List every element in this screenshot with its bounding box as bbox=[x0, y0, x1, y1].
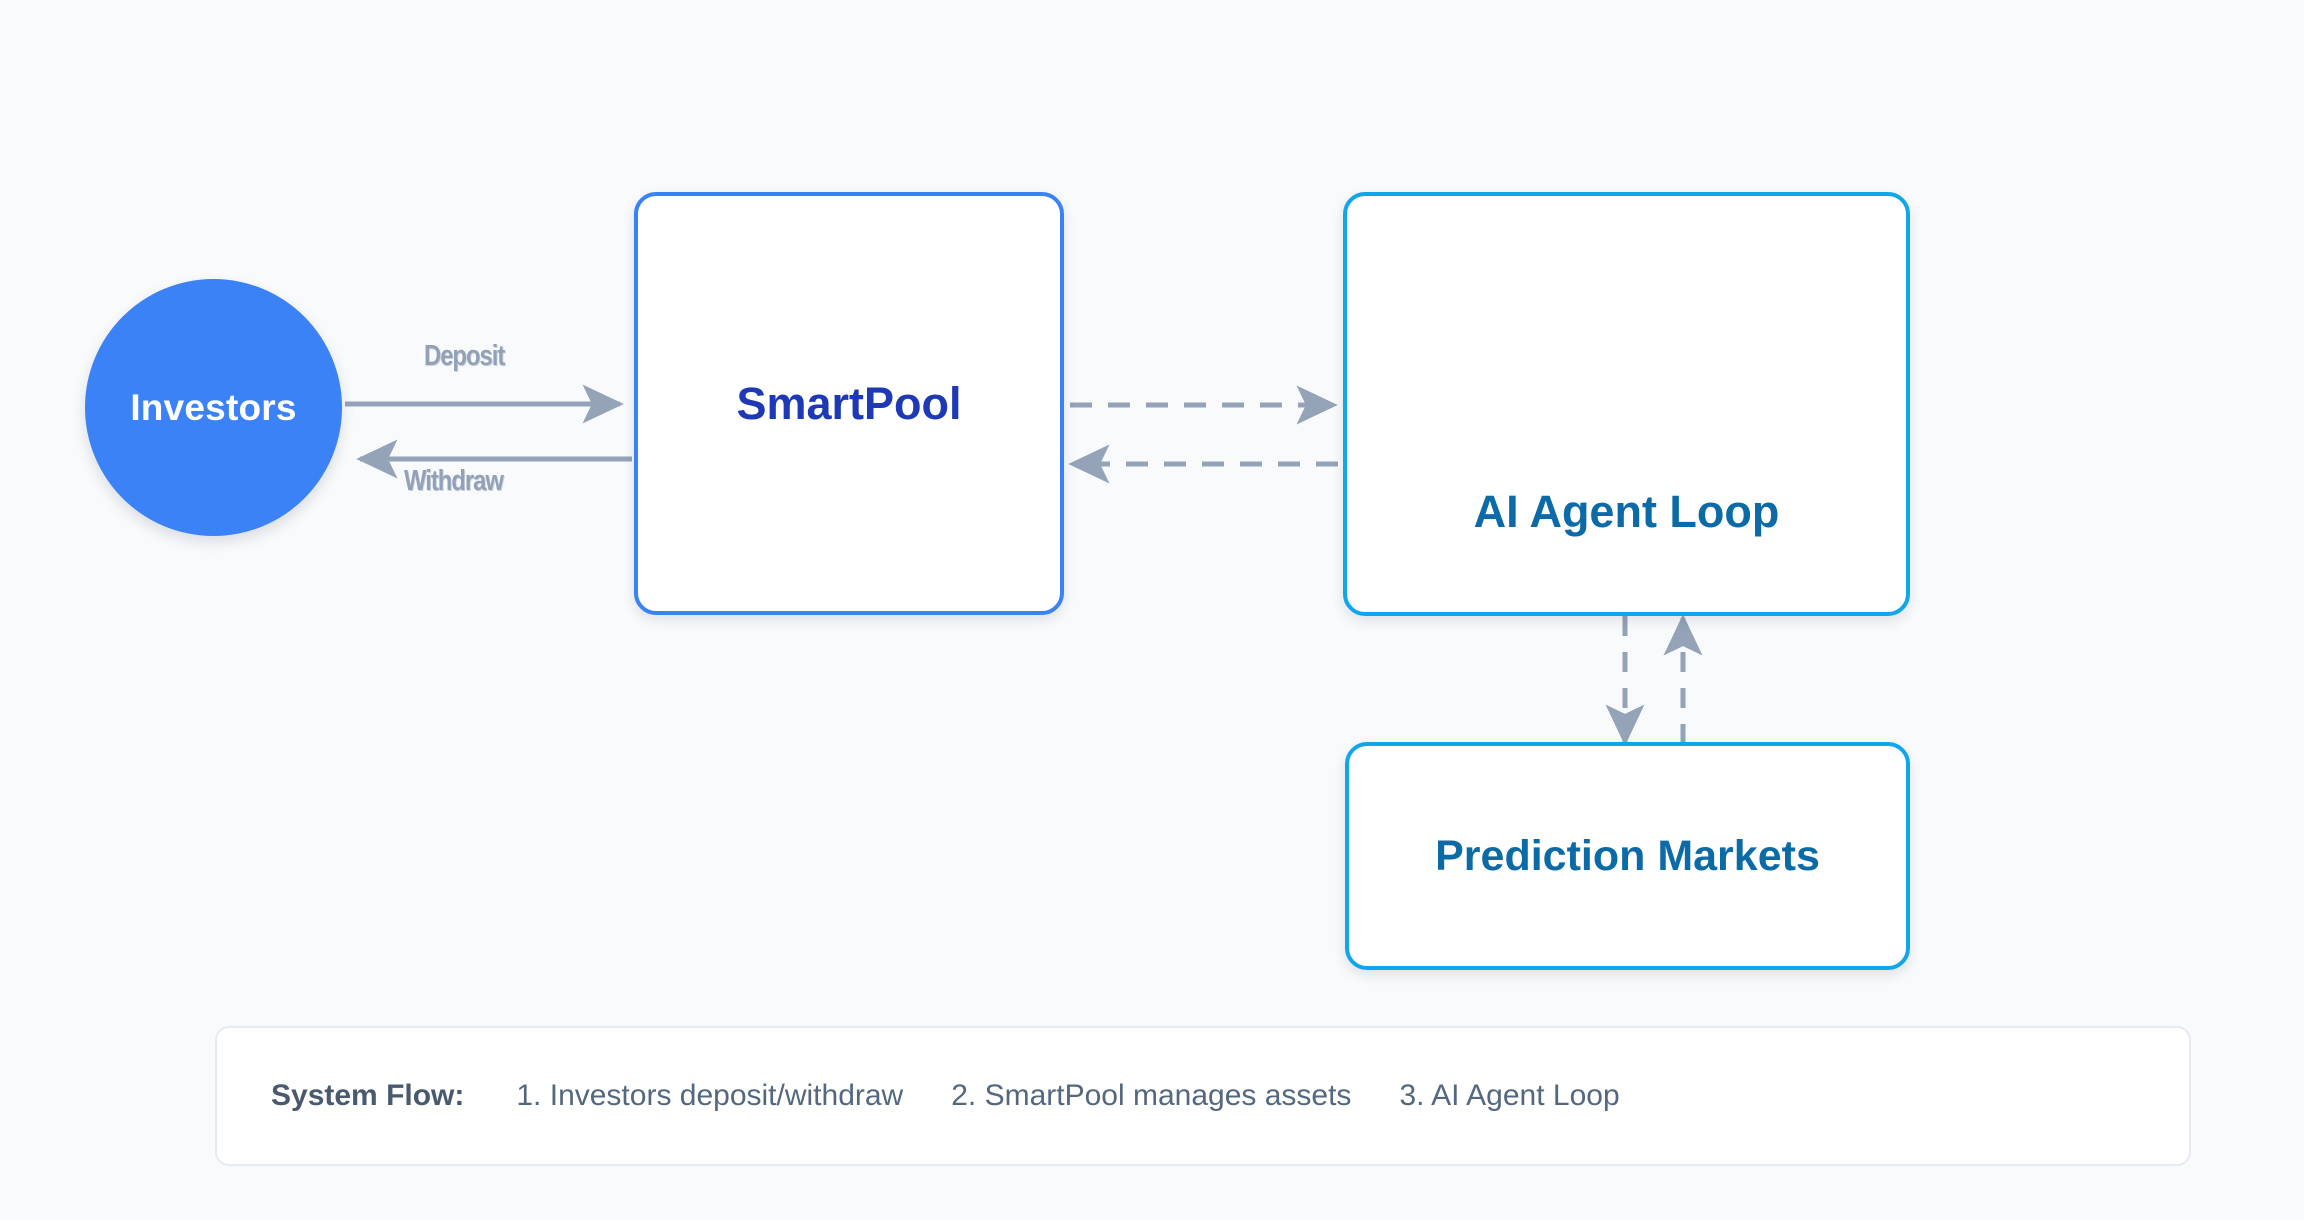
edge-label-withdraw: Withdraw bbox=[404, 465, 504, 497]
system-flow-step-3: 3. AI Agent Loop bbox=[1399, 1079, 1620, 1112]
system-flow-title: System Flow: bbox=[271, 1079, 465, 1112]
system-flow-step-2: 2. SmartPool manages assets bbox=[951, 1079, 1352, 1112]
node-prediction-markets[interactable]: Prediction Markets bbox=[1345, 742, 1910, 970]
system-flow-steps: 1. Investors deposit/withdraw 2. SmartPo… bbox=[516, 1079, 1619, 1113]
node-agent-loop[interactable]: AI Agent Loop bbox=[1343, 192, 1910, 616]
node-agent-loop-label: AI Agent Loop bbox=[1473, 486, 1780, 537]
node-smartpool-label: SmartPool bbox=[736, 377, 962, 429]
edge-label-deposit: Deposit bbox=[424, 340, 505, 372]
node-smartpool[interactable]: SmartPool bbox=[634, 192, 1064, 615]
node-prediction-markets-label: Prediction Markets bbox=[1435, 831, 1820, 880]
system-flow-step-1: 1. Investors deposit/withdraw bbox=[516, 1079, 904, 1112]
system-flow-bar: System Flow: 1. Investors deposit/withdr… bbox=[215, 1026, 2191, 1166]
node-investors[interactable]: Investors bbox=[85, 279, 342, 536]
node-investors-label: Investors bbox=[130, 386, 297, 428]
